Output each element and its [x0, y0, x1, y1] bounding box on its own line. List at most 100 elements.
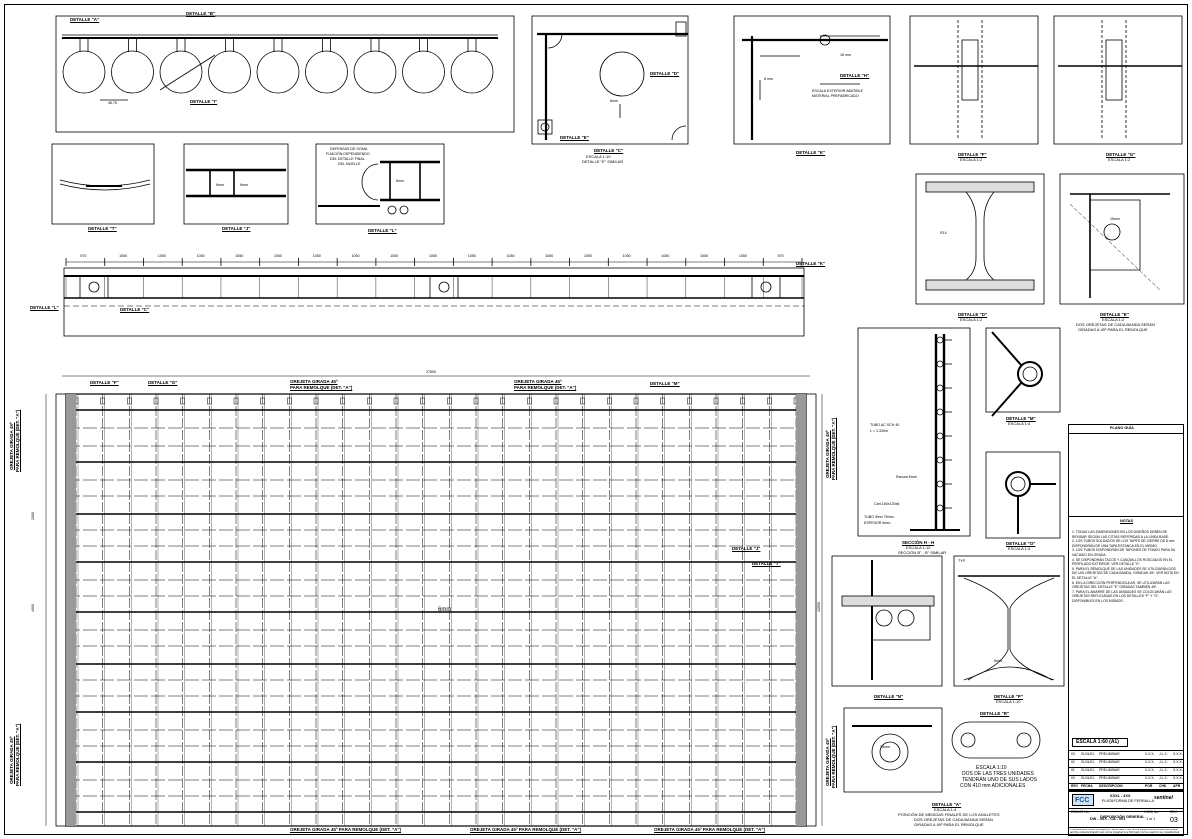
revision-cell: X.X.X. — [1173, 752, 1183, 756]
elev-label-k: DETALLE "K" — [796, 261, 826, 266]
revision-cell: X.X.X. — [1173, 768, 1183, 772]
notes-divider — [1068, 516, 1184, 517]
detail-l-note2: FIJACIÓN DEPENDIENDO — [326, 152, 370, 156]
detail-a-note3: GIRADAS A 45º PARA EL REMOLQUE — [914, 822, 984, 827]
detail-p-scale: ESCALA 1:10 — [996, 699, 1021, 704]
elevation-dim: 1050 — [506, 254, 515, 258]
plan-left-a1: OREJETA GIRADA 45º — [9, 422, 14, 471]
detail-m-title: DETALLE "M" — [1006, 416, 1036, 421]
revision-cell: J.L.X. — [1159, 760, 1168, 764]
top-plan-box — [55, 15, 515, 133]
revision-cell: J.L.X. — [1159, 768, 1168, 772]
plan-bottom-2: OREJETA GIRADA 45º PARA REMOLQUE (DET. "… — [470, 827, 582, 832]
plan-label-orejeta-2a: OREJETA GIRADA 45º — [514, 379, 562, 384]
revision-cell: 01 — [1071, 768, 1075, 772]
revision-cell: X.X.X. — [1145, 768, 1155, 772]
detail-j-6mm-b: 6mm — [240, 183, 248, 187]
plan-top-bracket — [313, 397, 319, 405]
detail-k-8mm: 8 mm — [764, 77, 773, 81]
detail-c-6mm: 6mm — [610, 99, 618, 103]
notes-title: NOTAS — [1120, 519, 1134, 523]
plan-label-orejeta-2b: PARA REMOLQUE (DET. "A") — [514, 385, 577, 390]
section-bolt — [936, 504, 944, 512]
fcc-logo-text: FCC — [1075, 797, 1090, 804]
dibujo-label: DIBUJO No. — [1071, 810, 1090, 814]
plan-overall-dim: 27600 — [426, 370, 436, 374]
detail-p-typ: TYP. — [958, 559, 966, 563]
plan-top-bracket — [580, 397, 585, 405]
float-circle — [62, 50, 106, 94]
elevation-dim: 1050 — [661, 254, 670, 258]
detail-g-box — [1053, 15, 1183, 145]
detail-c-title: DETALLE "C" — [594, 148, 624, 153]
section-cart: Cart.160x130x6 — [874, 502, 900, 506]
float-circle — [159, 50, 203, 94]
elevation-dim: 1050 — [390, 254, 399, 258]
top-plan-dim: 46,75 — [108, 101, 117, 105]
detail-g-title: DETALLE "G" — [1106, 152, 1136, 157]
plan-top-bracket — [207, 397, 212, 405]
revision-cell: PRELIMINAR — [1099, 768, 1120, 772]
plan-top-bracket — [447, 397, 452, 405]
rev-label: REV — [1170, 810, 1177, 814]
disclaimer: This document, which is property of SENT… — [1070, 829, 1180, 835]
detail-l-note3: DEL DETALLE FINAL — [330, 157, 365, 161]
revision-cell: PRELIMINAR — [1099, 776, 1120, 780]
plano-guia-row — [1068, 424, 1184, 434]
project-block — [1068, 790, 1184, 812]
plan-top-bracket — [180, 397, 185, 405]
note-3: 3. LOS TUBOS DISPONDRÁN DE TAPONES DE FO… — [1072, 548, 1176, 557]
detail-k-title: DETALLE "K" — [796, 150, 826, 155]
note-7: 7. PARA EL AMARRE DE LAS UNIDADES SE COL… — [1072, 589, 1172, 603]
detail-j-title: DETALLE "J" — [222, 226, 251, 231]
plan-right-t: DETALLE "T" — [752, 561, 781, 566]
revision-cell: 03 — [1071, 752, 1075, 756]
plan-top-bracket — [767, 397, 772, 405]
detail-d-scale: ESCALA 1:2 — [960, 317, 983, 322]
detail-f-title: DETALLE "F" — [958, 152, 987, 157]
detail-a-note1: POSICIÓN DE MEDIDAS FINALES DE LOS ANILL… — [898, 812, 1000, 817]
revision-cell: J.L.X. — [1159, 776, 1168, 780]
detail-r-label: DETALLE "R" — [980, 711, 1010, 716]
detail-k-box — [733, 15, 891, 145]
plan-label-g: DETALLE "G" — [148, 380, 178, 385]
detail-e-scale: ESCALA 1:2 — [1102, 317, 1125, 322]
detail-e-15mm: 15mm — [1110, 217, 1120, 221]
section-bolt — [936, 384, 944, 392]
plan-right-b2: PARA REMOLQUE (DET. "A") — [831, 725, 836, 788]
detail-n-title: DETALLE "N" — [874, 694, 904, 699]
revision-cell: 01/01/01 — [1081, 760, 1095, 764]
plan-top-bracket — [660, 397, 665, 405]
revision-cell: X.X.X. — [1145, 776, 1155, 780]
project-sub: PLATAFORMA DE FERRALLA — [1102, 799, 1154, 803]
elevation-dim: 1050 — [583, 254, 592, 258]
note-6: 6. EN LA DIRECCIÓN PERPENDICULAR, SE UTI… — [1072, 580, 1170, 590]
plan-right-a1: OREJETA GIRADA 45º — [825, 430, 830, 479]
section-note: SECCIÓN B" - B" SIMILAR — [898, 550, 947, 555]
detail-p-6mm: 6mm — [994, 659, 1002, 663]
plan-side-dim-2: 4000 — [31, 604, 35, 612]
elevation-dim: 1050 — [312, 254, 321, 258]
top-plan-floats — [62, 38, 494, 94]
rev-no: 03 — [1170, 817, 1178, 824]
detail-a-scale: ESCALA 1:4 — [934, 807, 957, 812]
revision-cell: POR — [1145, 784, 1153, 788]
elevation-dim: 1050 — [429, 254, 437, 258]
section-scale: ESCALA 1:10 — [906, 545, 931, 550]
detail-r-shape — [951, 721, 1041, 759]
label-detalle-i: DETALLE "I" — [190, 99, 218, 104]
plan-grid — [66, 394, 806, 826]
plano-guia: PLANO GUÍA — [1110, 426, 1134, 430]
plan-left-b1: OREJETA GIRADA 45º — [9, 736, 14, 785]
detail-l-note1: DEFENSAS DE GOMA — [330, 147, 368, 151]
detail-c-scale: ESCALA 1:10 — [586, 154, 611, 159]
elevation-dim: 1050 — [157, 254, 166, 258]
revision-cell: DESCRIPCIÓN — [1099, 784, 1123, 788]
revision-cell: 01/01/01 — [1081, 752, 1095, 756]
mid-note1: DOS DE LAS TRES UNIDADES — [962, 771, 1034, 777]
detail-g-scale: ESCALA 1:2 — [1108, 157, 1131, 162]
revision-cell: 01/01/01 — [1081, 768, 1095, 772]
section-tubo2: TUBO Φext 75mm. — [864, 515, 895, 519]
